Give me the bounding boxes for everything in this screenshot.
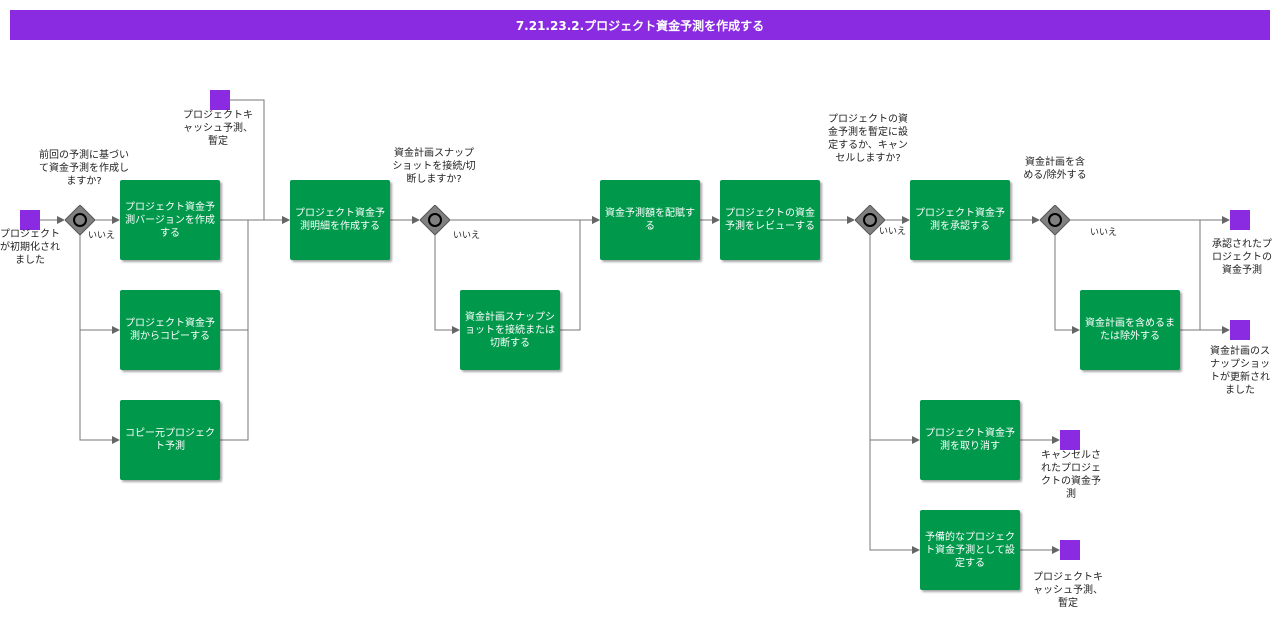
cancelled-end-event-label: キャンセルされたプロジェクトの資金予測: [1041, 450, 1101, 500]
tentative-bottom-end-event-label: プロジェクトキャッシュ予測、暫定: [1033, 572, 1103, 609]
snapshot-updated-end-event[interactable]: [1230, 320, 1250, 340]
task-copy-source[interactable]: コピー元プロジェクト予測: [120, 400, 220, 480]
start-event-label: プロジェクトが初期化されました: [0, 229, 60, 266]
approved-end-event-label: 承認されたプロジェクトの資金予測: [1212, 239, 1272, 276]
edge: [1180, 220, 1201, 331]
edge: [434, 235, 460, 334]
gateway-connect-label: 資金計画スナップショットを接続/切断しますか?: [392, 148, 476, 185]
tentative-top-event[interactable]: [210, 90, 230, 110]
task-connect-snapshot[interactable]: 資金計画スナップショットを接続または切断する: [460, 290, 560, 370]
edge: [79, 330, 120, 444]
gateway-based-on-previous[interactable]: [65, 205, 95, 235]
task-copy-from[interactable]: プロジェクト資金予測からコピーする: [120, 290, 220, 370]
gateway-tentative-label: プロジェクトの資金予測を暫定に設定するか、キャンセルしますか?: [828, 114, 908, 164]
task-approve[interactable]: プロジェクト資金予測を承認する: [910, 180, 1010, 260]
gateway-connect-no: いいえ: [453, 231, 481, 241]
task-create-detail[interactable]: プロジェクト資金予測明細を作成する: [290, 180, 390, 260]
tentative-bottom-end-event[interactable]: [1060, 540, 1080, 560]
task-review[interactable]: プロジェクトの資金予測をレビューする: [720, 180, 820, 260]
task-set-tentative[interactable]: 予備的なプロジェクト資金予測として設定する: [920, 510, 1020, 590]
edge: [869, 235, 920, 444]
gateway-based-on-previous-label: 前回の予測に基づいて資金予測を作成しますか?: [39, 150, 129, 187]
edge: [220, 220, 249, 331]
approved-end-event[interactable]: [1230, 210, 1250, 230]
tentative-top-event-label: プロジェクトキャッシュ予測、暫定: [183, 110, 253, 147]
task-cancel[interactable]: プロジェクト資金予測を取り消す: [920, 400, 1020, 480]
gateway-include-no: いいえ: [1090, 228, 1118, 238]
edge: [230, 99, 290, 224]
gateway-tentative-no: いいえ: [879, 227, 907, 237]
gateway-connect[interactable]: [420, 205, 450, 235]
edge: [220, 330, 249, 441]
gateway-include-label: 資金計画を含める/除外する: [1023, 157, 1087, 181]
edge: [560, 216, 600, 331]
gateway-include[interactable]: [1040, 205, 1070, 235]
task-create-version[interactable]: プロジェクト資金予測バージョンを作成する: [120, 180, 220, 260]
snapshot-updated-end-event-label: 資金計画のスナップショットが更新されました: [1210, 346, 1270, 396]
diagram-title: 7.21.23.2.プロジェクト資金予測を作成する: [10, 10, 1270, 40]
gateway-based-on-previous-no: いいえ: [88, 231, 116, 241]
edge: [79, 235, 120, 334]
cancelled-end-event[interactable]: [1060, 430, 1080, 450]
edge: [869, 440, 920, 554]
start-event[interactable]: [20, 210, 40, 230]
gateway-tentative[interactable]: [855, 205, 885, 235]
edge: [1054, 235, 1080, 334]
task-distribute[interactable]: 資金予測額を配賦する: [600, 180, 700, 260]
task-include-exclude[interactable]: 資金計画を含めるまたは除外する: [1080, 290, 1180, 370]
